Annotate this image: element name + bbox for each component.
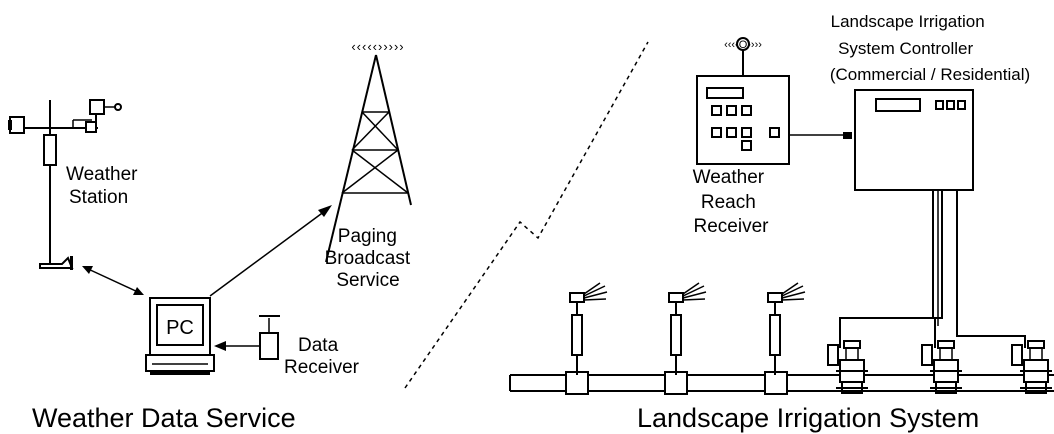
weather-reach-receiver-label: Weather Reach Receiver bbox=[693, 167, 770, 237]
sprinkler-icon bbox=[668, 282, 707, 375]
station-pc-link bbox=[82, 266, 144, 295]
paging-label: Paging Broadcast Service bbox=[325, 226, 416, 291]
paging-tower-icon bbox=[325, 54, 412, 263]
landscape-irrigation-system-title: Landscape Irrigation System bbox=[637, 403, 979, 433]
valve-icon bbox=[1011, 340, 1052, 394]
data-receiver-icon bbox=[214, 315, 280, 360]
pc-to-paging-arrow bbox=[209, 205, 332, 297]
antenna-signal: ‹‹‹‹O›››› bbox=[724, 39, 762, 51]
tower-signal: ‹‹‹‹‹››››› bbox=[351, 39, 404, 54]
sprinkler-icon bbox=[569, 282, 608, 375]
irrigation-pipe bbox=[509, 371, 1054, 395]
weather-station-icon bbox=[8, 99, 122, 270]
radio-link-line bbox=[404, 41, 649, 389]
receiver-controller-link bbox=[789, 132, 852, 139]
sprinkler-icon bbox=[767, 282, 806, 375]
pc-label: PC bbox=[166, 317, 194, 339]
data-receiver-label: Data Receiver bbox=[284, 335, 360, 378]
weather-data-service-title: Weather Data Service bbox=[32, 403, 296, 433]
irrigation-controller-icon bbox=[854, 89, 974, 191]
weather-reach-receiver-icon bbox=[696, 37, 790, 165]
controller-label: Landscape Irrigation System Controller (… bbox=[830, 12, 1030, 84]
controller-valve-cables bbox=[839, 190, 1026, 348]
weather-station-label: Weather Station bbox=[66, 164, 143, 208]
valve-icon bbox=[827, 340, 868, 394]
pc-icon bbox=[145, 297, 215, 375]
valve-icon bbox=[921, 340, 962, 394]
